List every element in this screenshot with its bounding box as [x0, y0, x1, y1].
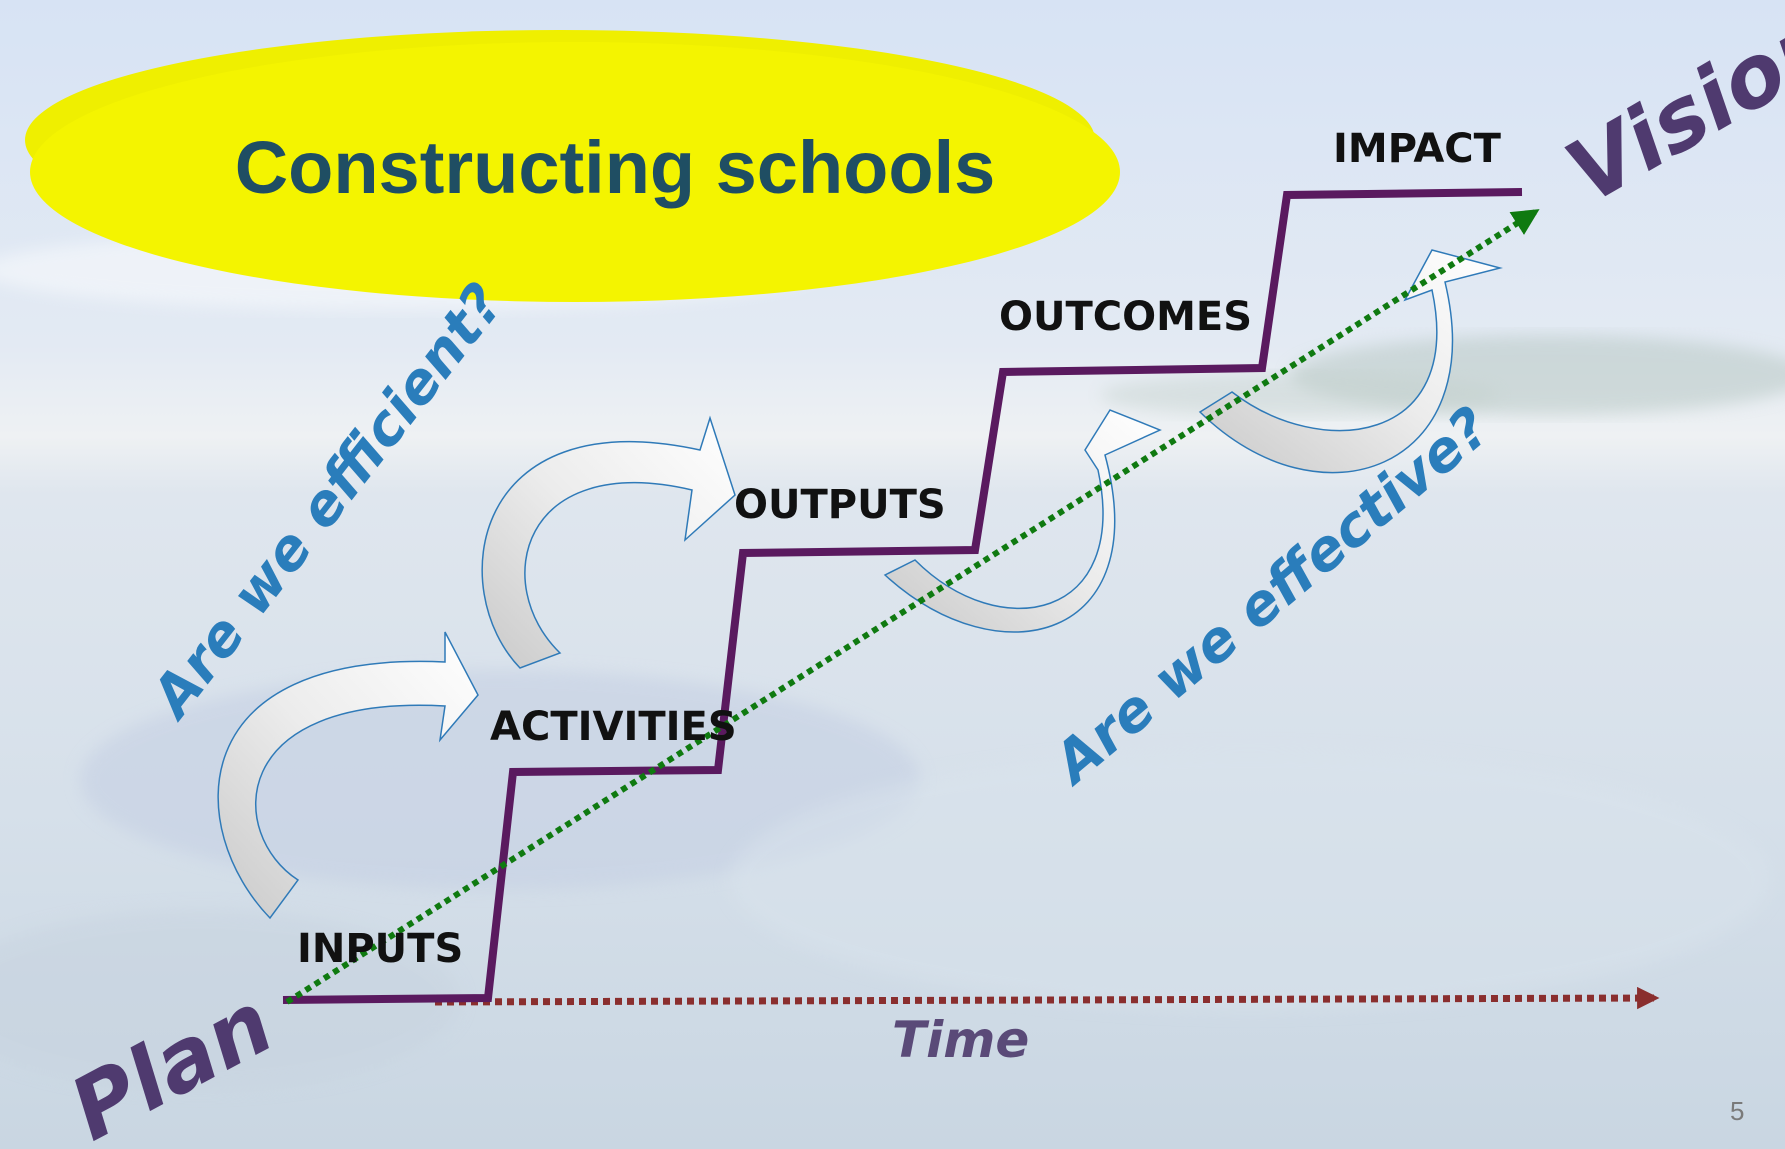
plan-label: Plan [55, 973, 289, 1149]
stage-label-impact: IMPACT [1333, 126, 1502, 172]
stage-label-inputs: INPUTS [297, 926, 463, 972]
curved-arrow-outcomes-impact [1198, 249, 1503, 474]
stage-label-outputs: OUTPUTS [734, 482, 946, 528]
curved-arrow-activities-outputs [481, 415, 736, 669]
stage-label-outcomes: OUTCOMES [999, 294, 1252, 340]
time-axis-label: Time [892, 1011, 1029, 1069]
title: Constructing schools [235, 126, 996, 209]
curved-arrow-outputs-outcomes [883, 409, 1162, 633]
results-staircase [282, 188, 1523, 1004]
vision-label: Vision [1551, 0, 1785, 223]
stage-label-activities: ACTIVITIES [490, 704, 737, 750]
time-arrow [434, 986, 1660, 1010]
curved-arrow-inputs-activities [217, 631, 479, 920]
title-banner: Constructing schools [25, 30, 1120, 302]
page-number: 5 [1730, 1096, 1744, 1126]
plan-to-vision-arrow [285, 209, 1540, 1005]
curved-arrows [217, 249, 1503, 920]
